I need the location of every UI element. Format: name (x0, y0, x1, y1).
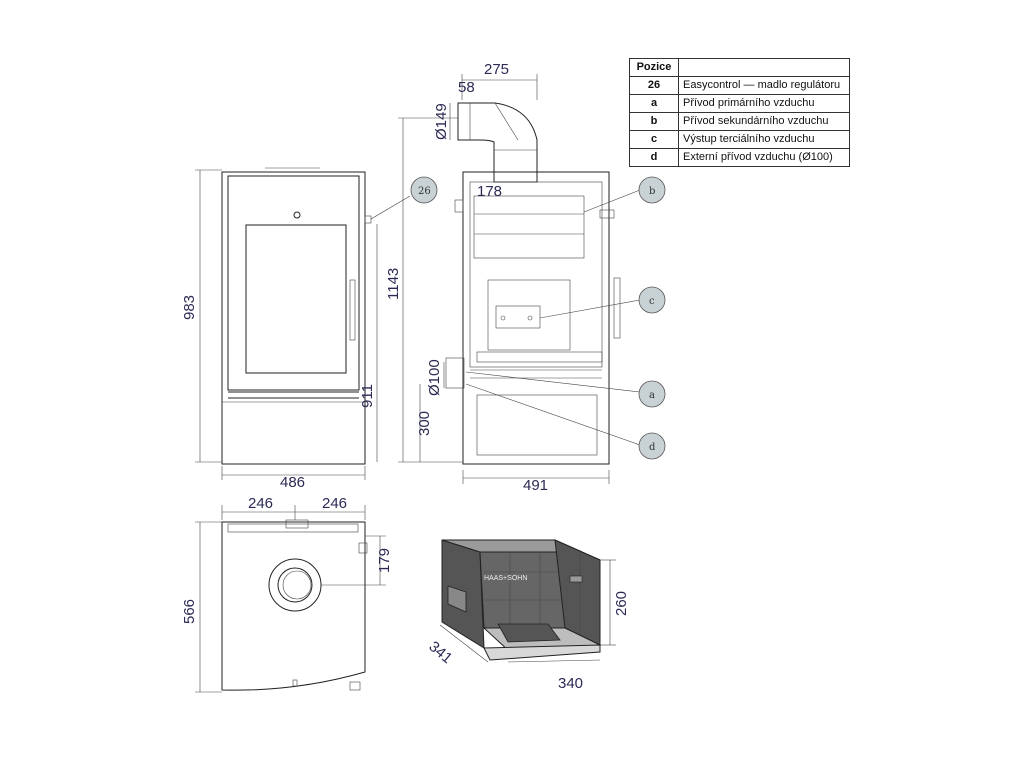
callout-26[interactable]: 26 (410, 176, 438, 204)
dim-front-lower: 911 (359, 384, 376, 408)
legend-table: Pozice 26 Easycontrol — madlo regulátoru… (629, 58, 850, 167)
dim-top-left: 246 (248, 495, 273, 512)
legend-row: a Přívod primárního vzduchu (629, 94, 850, 113)
dim-side-total-height: 1143 (385, 268, 402, 300)
dim-top-depth: 566 (181, 599, 198, 624)
brand-label: HAAS+SOHN (484, 575, 527, 582)
legend-code: d (629, 148, 679, 167)
dim-air-dia: Ø100 (426, 359, 443, 396)
callout-26-label: 26 (418, 186, 431, 197)
dim-front-height: 983 (181, 295, 198, 320)
callout-b[interactable]: b (638, 176, 666, 204)
legend-row: b Přívod sekundárního vzduchu (629, 112, 850, 131)
dim-side-width: 491 (523, 477, 548, 494)
callout-c-label: c (649, 296, 655, 307)
dim-flue-dia: Ø149 (433, 103, 450, 140)
legend-desc: Výstup terciálního vzduchu (678, 130, 850, 149)
dim-top-inset: 178 (477, 183, 502, 200)
legend-code: c (629, 130, 679, 149)
legend-desc: Přívod primárního vzduchu (678, 94, 850, 113)
legend-row: d Externí přívod vzduchu (Ø100) (629, 148, 850, 167)
legend-header-row: Pozice (629, 58, 850, 77)
callout-d-label: d (649, 442, 656, 453)
callout-c[interactable]: c (638, 286, 666, 314)
legend-header-code: Pozice (629, 58, 679, 77)
dim-top-right: 246 (322, 495, 347, 512)
dim-side-base: 300 (416, 411, 433, 436)
dim-flue-offset: 58 (458, 79, 475, 96)
dim-front-width: 486 (280, 474, 305, 491)
callout-a-label: a (649, 390, 655, 401)
dim-chamber-depth: 341 (425, 638, 455, 667)
dim-chamber-height: 260 (613, 591, 630, 616)
side-view (398, 74, 641, 484)
legend-desc: Přívod sekundárního vzduchu (678, 112, 850, 131)
callout-b-label: b (649, 186, 655, 197)
legend-code: b (629, 112, 679, 131)
legend-row: c Výstup terciálního vzduchu (629, 130, 850, 149)
dim-chamber-width: 340 (558, 675, 583, 692)
callout-d[interactable]: d (638, 432, 666, 460)
firebox-3d-view (439, 539, 616, 663)
legend-code: a (629, 94, 679, 113)
front-view (195, 167, 411, 480)
legend-code: 26 (629, 76, 679, 95)
legend-desc: Easycontrol — madlo regulátoru (678, 76, 850, 95)
top-view (195, 505, 386, 693)
dim-top-flue: 179 (376, 548, 393, 573)
legend-desc: Externí přívod vzduchu (Ø100) (678, 148, 850, 167)
callout-a[interactable]: a (638, 380, 666, 408)
dim-flue-reach: 275 (484, 61, 509, 78)
legend-header-desc (678, 58, 850, 77)
legend-row: 26 Easycontrol — madlo regulátoru (629, 76, 850, 95)
